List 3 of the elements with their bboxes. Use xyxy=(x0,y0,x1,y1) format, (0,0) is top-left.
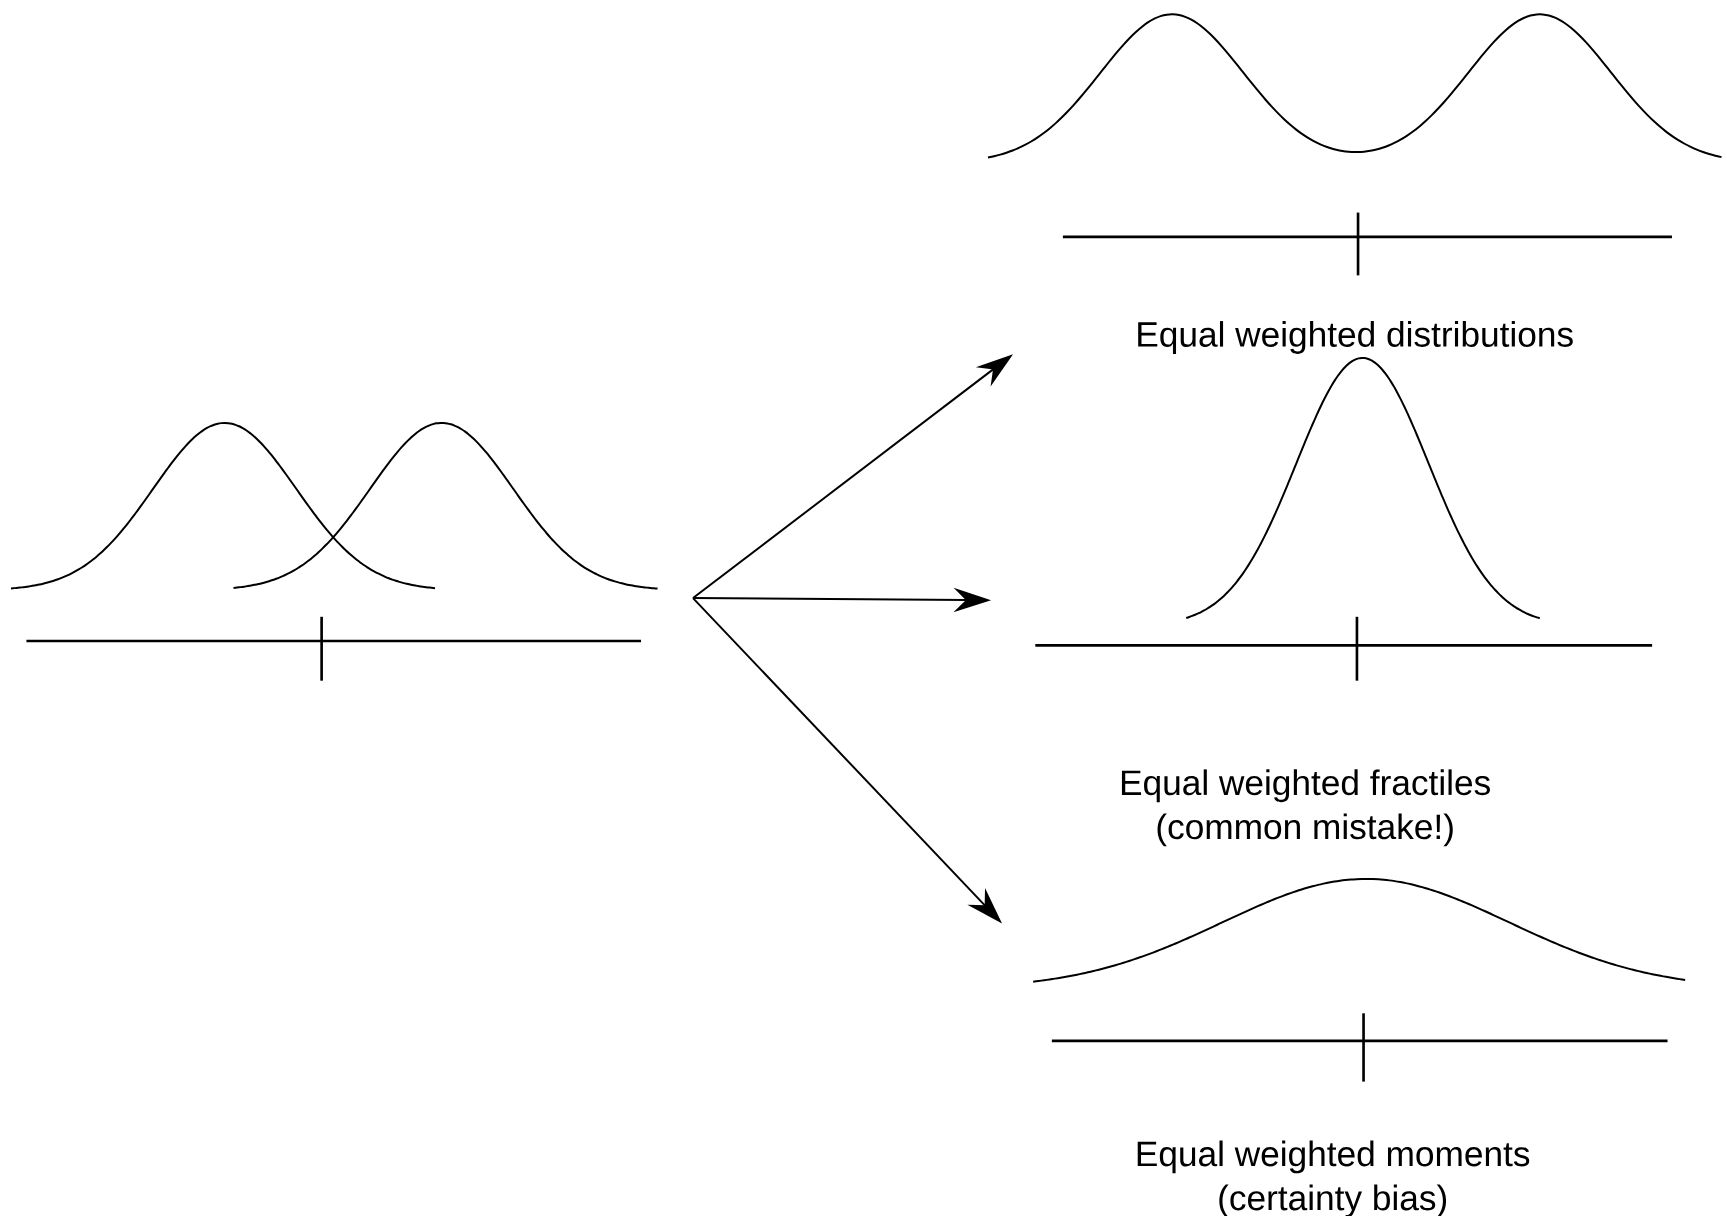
distribution-drawing xyxy=(10,421,659,681)
node-label: Equal weighted fractiles (common mistake!) xyxy=(1121,769,1490,847)
node-label: Equal weighted distributions xyxy=(1138,321,1573,354)
